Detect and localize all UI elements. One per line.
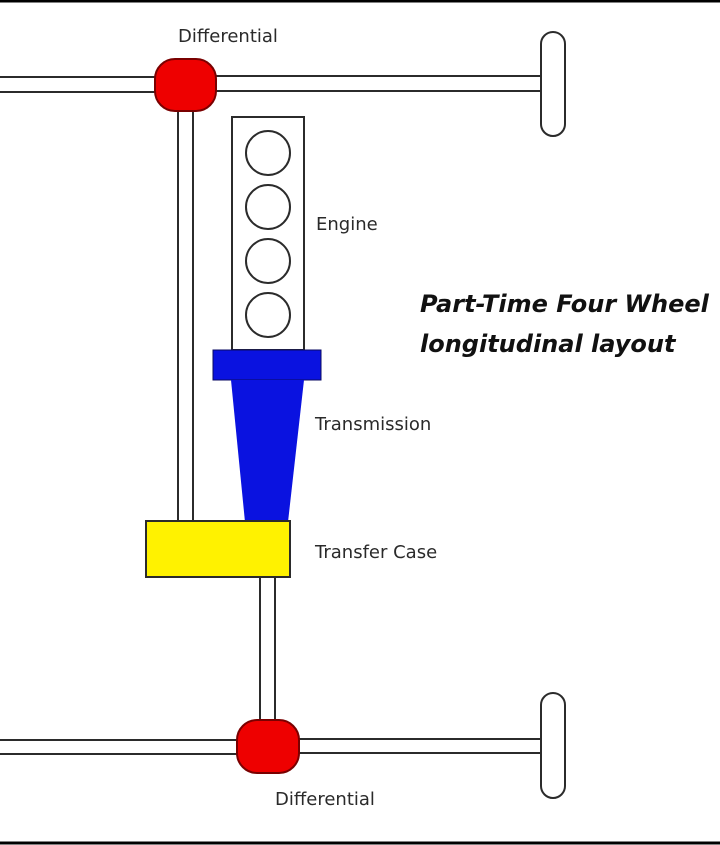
engine-cylinder bbox=[245, 130, 291, 176]
diagram-title-line2: longitudinal layout bbox=[420, 330, 677, 358]
front-differential bbox=[154, 58, 217, 112]
engine-cylinder bbox=[245, 184, 291, 230]
rear-driveshaft bbox=[259, 577, 276, 722]
transfer-case bbox=[145, 520, 291, 578]
rear-axle bbox=[0, 738, 541, 755]
engine-cylinder bbox=[245, 292, 291, 338]
diagram-title-line1: Part-Time Four Wheel bbox=[420, 290, 710, 318]
front-wheel bbox=[540, 31, 566, 137]
transmission-bellhousing bbox=[212, 349, 322, 381]
transmission-label: Transmission bbox=[314, 414, 431, 435]
front-axle bbox=[0, 75, 542, 93]
transmission-body bbox=[231, 380, 304, 522]
engine-cylinder bbox=[245, 238, 291, 284]
front-differential-label: Differential bbox=[178, 26, 278, 47]
transfer-case-label: Transfer Case bbox=[314, 542, 437, 563]
engine-label: Engine bbox=[316, 214, 378, 235]
rear-wheel bbox=[540, 692, 566, 799]
front-driveshaft bbox=[177, 110, 194, 522]
rear-differential-label: Differential bbox=[275, 789, 375, 810]
engine-cylinders bbox=[245, 130, 291, 338]
rear-differential bbox=[236, 719, 300, 774]
